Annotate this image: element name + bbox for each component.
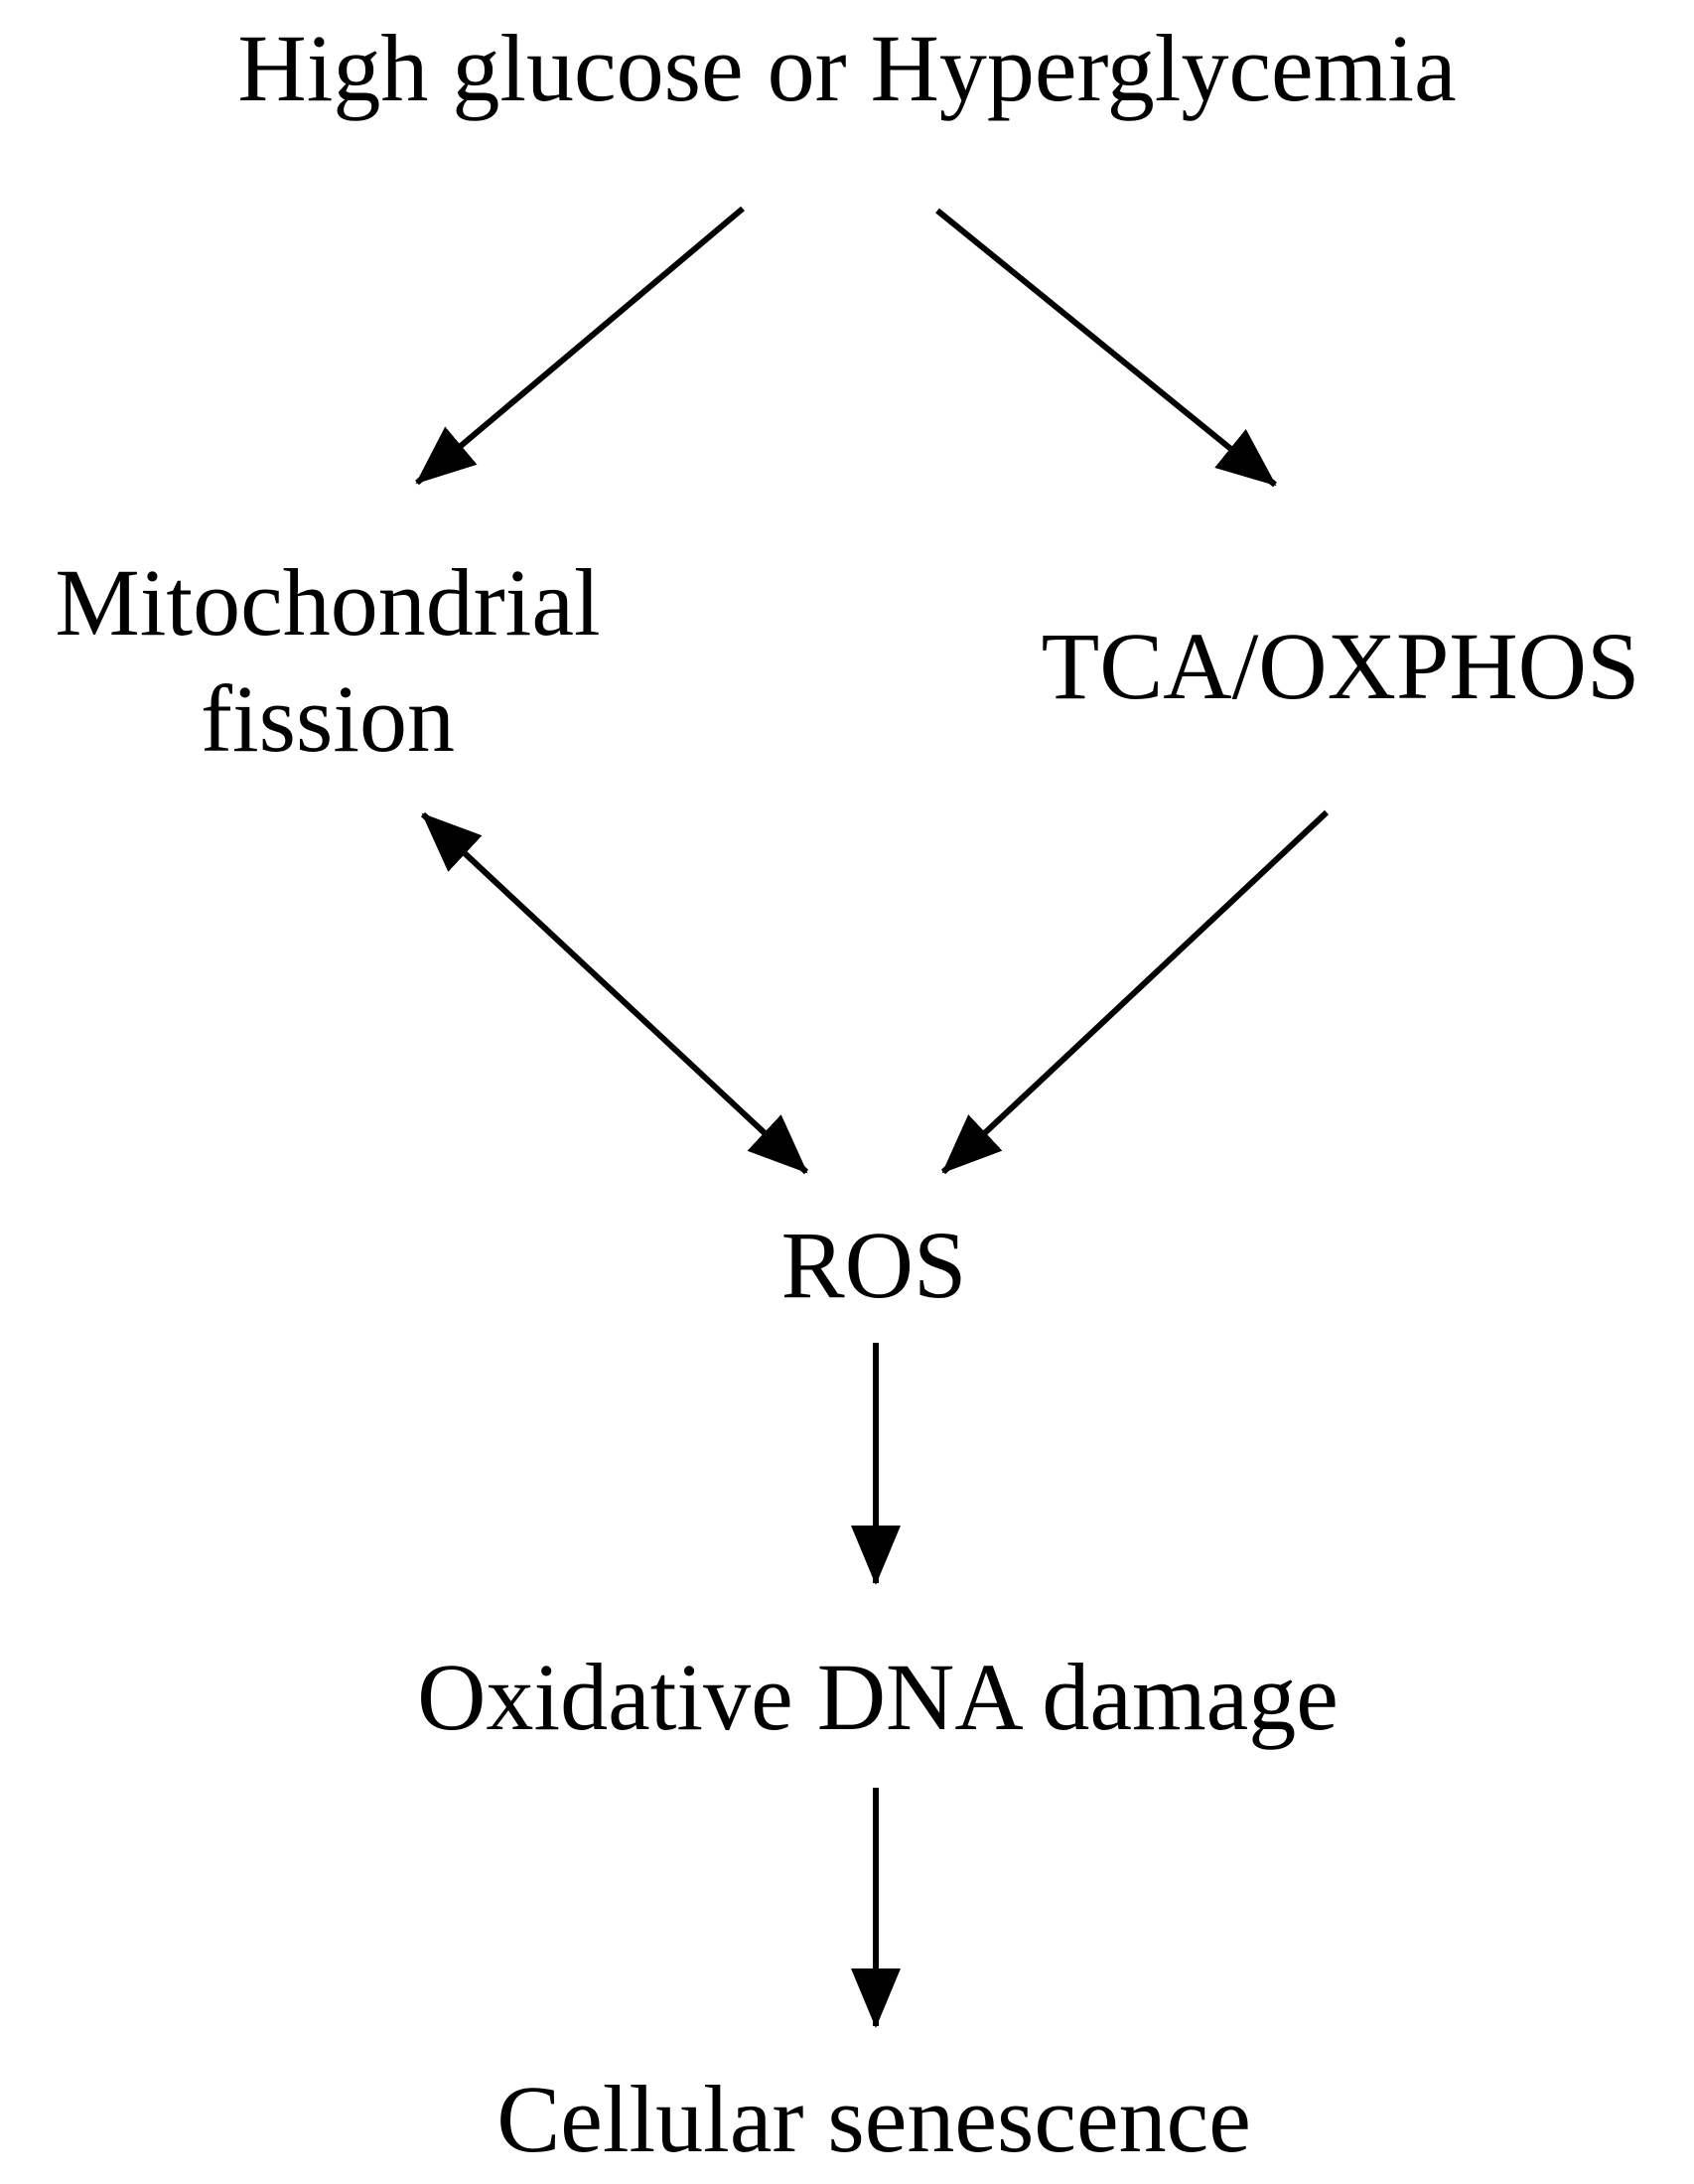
arrow-glucose-to-fission — [415, 206, 745, 486]
arrow-glucose-to-tca — [935, 208, 1277, 488]
arrow-tca-to-ros — [940, 809, 1330, 1175]
node-high-glucose: High glucose or Hyperglycemia — [0, 10, 1694, 126]
node-mitochondrial-fission-line2: fission — [200, 665, 456, 773]
node-mitochondrial-fission: Mitochondrial fission — [20, 544, 635, 777]
node-ros-label: ROS — [780, 1212, 967, 1318]
node-cellular-senescence: Cellular senescence — [0, 2061, 1694, 2177]
node-oxidative-dna-damage-label: Oxidative DNA damage — [417, 1644, 1339, 1750]
node-mitochondrial-fission-line1: Mitochondrial — [55, 549, 601, 655]
node-high-glucose-label: High glucose or Hyperglycemia — [237, 15, 1457, 121]
node-cellular-senescence-label: Cellular senescence — [496, 2066, 1251, 2172]
arrow-fission-ros-bidirectional — [420, 811, 809, 1175]
node-oxidative-dna-damage: Oxidative DNA damage — [0, 1639, 1694, 1755]
node-ros: ROS — [0, 1207, 1694, 1323]
node-tca-oxphos: TCA/OXPHOS — [1013, 608, 1668, 724]
node-tca-oxphos-label: TCA/OXPHOS — [1041, 613, 1640, 719]
